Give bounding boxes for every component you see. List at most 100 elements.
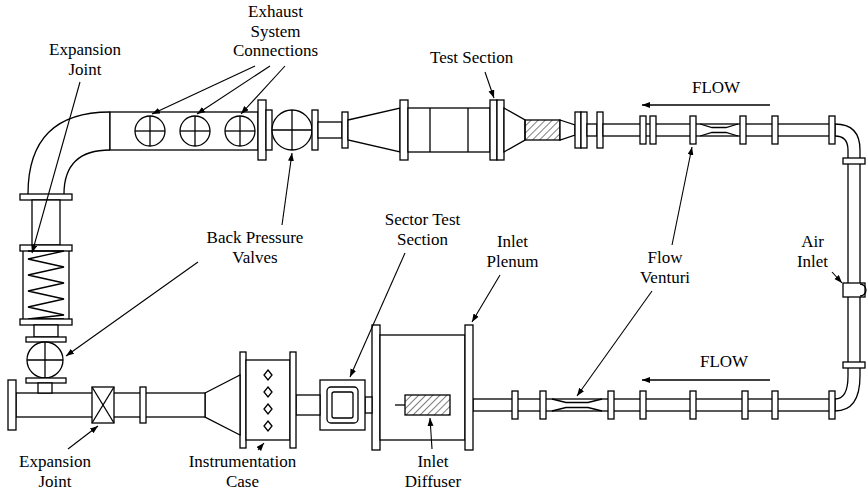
top-pipe-part — [700, 124, 738, 128]
leader-line-part — [832, 272, 842, 283]
top-pipe-part — [740, 116, 746, 144]
top-pipe-part — [700, 133, 738, 137]
left-riser-part — [28, 251, 64, 319]
left-riser-part — [38, 383, 52, 393]
leader-line-part — [68, 426, 98, 449]
pipe-segment-part — [342, 112, 348, 148]
part-label: Expansion Joint — [15, 452, 95, 491]
test-section-body-part — [587, 124, 597, 136]
bottom-pipe-part — [552, 408, 602, 412]
left-riser-part — [20, 194, 72, 200]
top-pipe-part — [772, 116, 778, 144]
left-riser-part — [26, 337, 66, 342]
return-pipe-part — [843, 158, 865, 164]
bottom-left-pipe — [8, 380, 205, 430]
bottom-pipe-part — [742, 391, 748, 419]
exhaust-elbow-part — [64, 150, 110, 194]
left-riser-part — [20, 319, 72, 325]
part-label: Air Inlet — [790, 232, 835, 271]
bottom-left-pipe-part — [92, 387, 114, 423]
inlet-plenum-part — [465, 325, 473, 450]
part-label: Sector Test Section — [375, 210, 470, 249]
exhaust-box-part — [194, 116, 195, 146]
left-riser-part — [26, 378, 66, 383]
sector-test-section-part — [296, 395, 320, 415]
inlet-plenum — [372, 325, 473, 450]
part-label: Instrumentation Case — [180, 452, 305, 491]
leader-line-part — [672, 147, 692, 245]
leader-line — [32, 66, 842, 450]
left-riser-part — [68, 251, 69, 319]
test-section-body-part — [490, 100, 497, 160]
flow-label: FLOW — [700, 352, 748, 372]
bottom-pipe-part — [640, 391, 646, 419]
leader-line-part — [485, 72, 494, 98]
bottom-pipe-part — [829, 391, 835, 419]
test-section-body-part — [497, 100, 504, 160]
bottom-pipe-part — [608, 391, 614, 419]
left-riser-part — [34, 325, 58, 337]
top-pipe-part — [650, 116, 656, 144]
test-section-body-part — [560, 120, 575, 140]
pipe-segment-part — [348, 108, 400, 152]
return-pipe-part — [835, 136, 848, 399]
sector-test-section — [296, 380, 372, 430]
exhaust-box-part — [225, 116, 255, 146]
leader-line-part — [282, 153, 292, 225]
exhaust-box-part — [110, 112, 258, 150]
leader-line-part — [152, 66, 255, 114]
test-section-body-part — [525, 120, 560, 140]
leader-line-part — [258, 443, 264, 450]
valve-symbol-part — [291, 110, 292, 150]
test-section-body — [400, 100, 603, 160]
left-riser-part — [44, 342, 45, 378]
instrumentation-case-part — [290, 352, 296, 448]
instrumentation-case — [205, 352, 296, 448]
valve-symbol-part — [272, 110, 312, 150]
exhaust-box-part — [180, 116, 210, 146]
exhaust-elbow — [28, 112, 110, 194]
leader-line-part — [430, 418, 432, 449]
part-label: Expansion Joint — [45, 40, 125, 79]
inlet-plenum-part — [372, 325, 380, 450]
top-pipe-part — [640, 116, 646, 144]
top-pipe-part — [690, 116, 696, 144]
air-inlet-port — [843, 283, 866, 297]
instrumentation-case-part — [240, 352, 246, 448]
test-section-body-part — [400, 100, 408, 160]
part-label: Back Pressure Valves — [195, 228, 315, 267]
sector-test-section-part — [327, 387, 358, 423]
bottom-pipe-part — [690, 391, 696, 419]
bottom-pipe-part — [552, 399, 602, 403]
part-label: Flow Venturi — [630, 248, 700, 287]
bottom-left-pipe-part — [140, 387, 146, 423]
sector-test-section-part — [365, 397, 372, 413]
left-riser-part — [22, 251, 23, 319]
bottom-pipe-part — [512, 391, 518, 419]
top-pipe-part — [603, 124, 835, 136]
sector-test-section-part — [320, 380, 365, 430]
left-riser-part — [20, 245, 72, 251]
leader-line-part — [350, 253, 405, 377]
air-inlet-port-part — [843, 283, 865, 297]
part-label: Inlet Plenum — [480, 232, 545, 271]
inlet-plenum-part — [395, 404, 405, 405]
exhaust-box-part — [258, 100, 266, 160]
return-pipe-part — [843, 362, 865, 368]
air-inlet-port-part — [860, 284, 866, 296]
left-riser — [20, 194, 72, 393]
test-section-body-part — [575, 112, 581, 148]
inlet-plenum-part — [380, 335, 465, 440]
part-label: Test Section — [430, 48, 513, 68]
top-pipe-part — [829, 116, 835, 144]
pipe-segment-part — [318, 122, 342, 138]
leader-line-part — [472, 275, 500, 322]
exhaust-elbow-part — [28, 112, 110, 194]
sector-test-section-part — [332, 392, 353, 418]
test-section-body-part — [429, 108, 430, 152]
bottom-pipe-part — [772, 391, 778, 419]
test-section-body-part — [408, 108, 490, 152]
leader-line-part — [32, 82, 80, 253]
leader-line-part — [197, 66, 270, 114]
